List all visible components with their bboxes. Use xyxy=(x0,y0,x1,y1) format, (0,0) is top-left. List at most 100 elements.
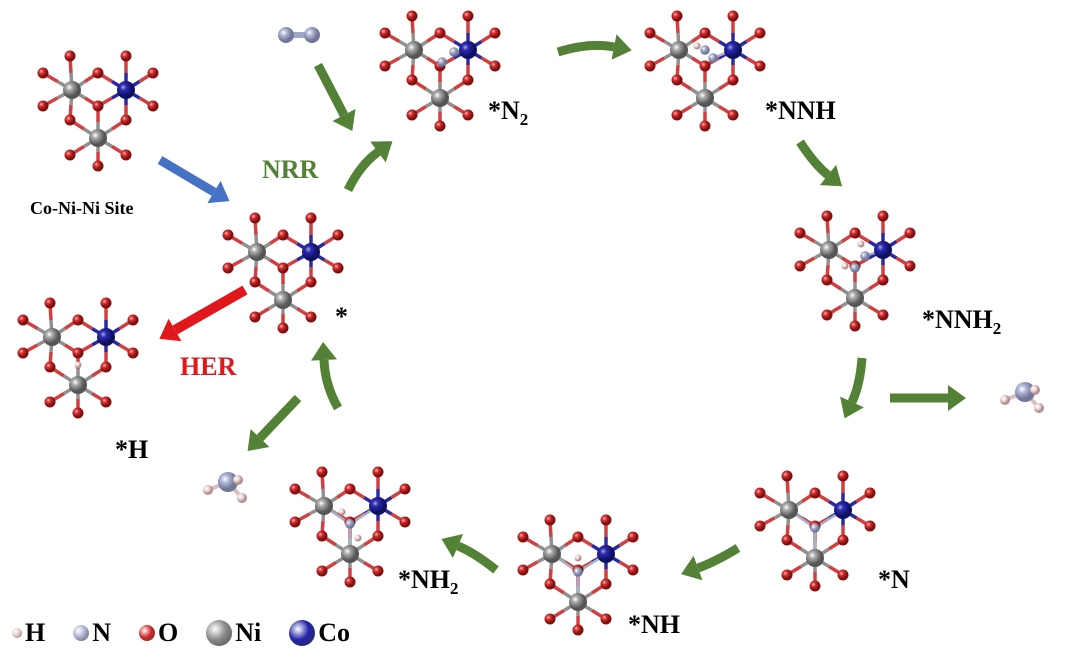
co-atom xyxy=(874,241,892,259)
nh3-release-arrow-1 xyxy=(890,385,966,411)
nh2-label: *NH2 xyxy=(398,565,459,599)
o-atom xyxy=(754,520,766,532)
ni-atom xyxy=(696,89,714,107)
o-atom-icon xyxy=(139,625,156,641)
h-atom xyxy=(338,508,346,516)
h-atom xyxy=(857,240,865,248)
legend-label: N xyxy=(92,618,112,647)
co-atom-icon xyxy=(289,620,316,646)
o-atom xyxy=(544,514,556,526)
ni-atom xyxy=(846,289,864,307)
o-atom xyxy=(727,74,739,86)
o-atom xyxy=(44,297,56,309)
n2-molecule xyxy=(278,27,320,43)
o-atom xyxy=(399,516,411,528)
nrr-arrow-3 xyxy=(796,139,843,187)
o-atom xyxy=(699,60,711,72)
n2-label: *N2 xyxy=(488,96,529,130)
o-atom xyxy=(544,578,556,590)
her-arrow xyxy=(159,285,248,342)
o-atom xyxy=(37,100,49,112)
ni-atom xyxy=(780,501,798,519)
o-atom xyxy=(849,227,861,239)
legend-item-h: H xyxy=(12,618,45,648)
o-atom xyxy=(277,229,289,241)
o-atom xyxy=(316,565,328,577)
co-atom xyxy=(97,328,115,346)
h-label: *H xyxy=(115,435,149,464)
legend-item-n: N xyxy=(73,618,111,648)
o-atom xyxy=(17,314,29,326)
o-atom xyxy=(837,534,849,546)
legend-label: O xyxy=(158,618,179,647)
o-atom xyxy=(44,396,56,408)
h-adsorbed-cluster xyxy=(17,297,139,419)
nh-label: *NH xyxy=(628,610,680,639)
o-atom xyxy=(147,100,159,112)
o-atom xyxy=(644,27,656,39)
o-atom xyxy=(277,262,289,274)
o-atom xyxy=(289,516,301,528)
h-atom xyxy=(354,534,362,542)
n-atom xyxy=(708,53,718,63)
her-label: HER xyxy=(180,352,237,381)
co-atom xyxy=(117,81,135,99)
o-atom xyxy=(92,100,104,112)
star-label: * xyxy=(335,302,348,331)
ni-atom xyxy=(315,497,333,515)
n-label: *N xyxy=(878,565,910,594)
ni-atom-icon xyxy=(206,620,233,646)
ni-atom xyxy=(341,545,359,563)
o-atom xyxy=(877,274,889,286)
nrr-arrow-6 xyxy=(441,534,499,574)
o-atom xyxy=(305,212,317,224)
co-atom xyxy=(597,545,615,563)
nh3-molecule xyxy=(1000,382,1044,413)
h-atom xyxy=(841,262,849,270)
o-atom xyxy=(517,564,529,576)
o-atom xyxy=(277,322,289,334)
ni-atom xyxy=(431,89,449,107)
nnh2-label: *NNH2 xyxy=(922,305,1002,339)
o-atom xyxy=(222,262,234,274)
n-adsorbed-cluster xyxy=(754,470,876,592)
legend-label: H xyxy=(25,618,46,647)
n-atom xyxy=(437,57,447,67)
nnh-label: *NNH xyxy=(765,96,836,125)
co-atom xyxy=(369,497,387,515)
o-atom xyxy=(794,227,806,239)
o-atom xyxy=(406,10,418,22)
nrr-arrow-7 xyxy=(311,342,342,411)
o-atom xyxy=(406,74,418,86)
o-atom xyxy=(600,578,612,590)
n-atom xyxy=(700,45,710,55)
o-atom xyxy=(794,260,806,272)
o-atom xyxy=(127,314,139,326)
n-atom xyxy=(345,519,355,529)
o-atom xyxy=(904,260,916,272)
o-atom xyxy=(147,67,159,79)
o-atom xyxy=(379,27,391,39)
o-atom xyxy=(305,276,317,288)
o-atom xyxy=(904,227,916,239)
ni-atom xyxy=(89,129,107,147)
o-atom xyxy=(305,311,317,323)
o-atom xyxy=(837,569,849,581)
o-atom xyxy=(372,565,384,577)
o-atom xyxy=(462,109,474,121)
o-atom xyxy=(120,149,132,161)
o-atom xyxy=(544,613,556,625)
ni-atom xyxy=(806,549,824,567)
ni-atom xyxy=(543,545,561,563)
nh3-molecule xyxy=(203,472,247,503)
n-atom-icon xyxy=(73,625,90,641)
legend-item-ni: Ni xyxy=(206,618,261,648)
o-atom xyxy=(864,520,876,532)
o-atom xyxy=(781,569,793,581)
o-atom xyxy=(72,347,84,359)
o-atom xyxy=(572,531,584,543)
o-atom xyxy=(72,314,84,326)
legend-item-o: O xyxy=(139,618,178,648)
o-atom xyxy=(64,149,76,161)
co-atom xyxy=(724,41,742,59)
